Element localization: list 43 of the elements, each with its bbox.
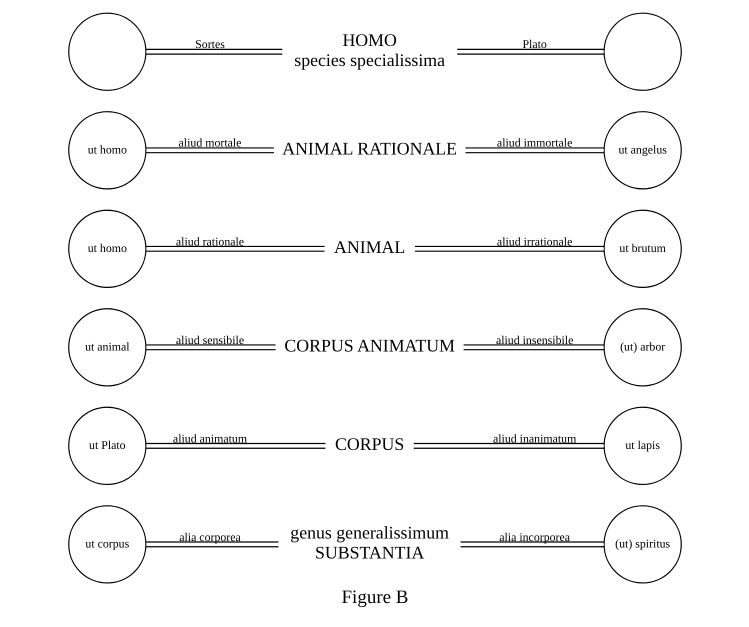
connector bbox=[146, 541, 278, 548]
edge-label: aliud animatum bbox=[172, 431, 247, 446]
node-text: CORPUS ANIMATUM bbox=[284, 335, 454, 356]
node-circle: ut angelus bbox=[603, 111, 682, 190]
node-circle: ut corpus bbox=[68, 505, 146, 584]
node-circle: (ut) spiritus bbox=[603, 505, 682, 584]
edge-label: aliud insensibile bbox=[495, 332, 573, 347]
caption: Figure B bbox=[341, 586, 408, 608]
node-circle: ut brutum bbox=[603, 210, 682, 288]
edge-label: aliud sensibile bbox=[175, 332, 244, 347]
edge-label: aliud irrationale bbox=[496, 234, 572, 248]
node-circle: ut homo bbox=[68, 210, 146, 288]
node-circle: ut lapis bbox=[603, 406, 682, 486]
connector bbox=[460, 541, 604, 548]
connector bbox=[465, 147, 604, 154]
edge-label: alia corporea bbox=[178, 530, 240, 544]
connector bbox=[146, 344, 276, 350]
node-text: ANIMAL bbox=[334, 236, 405, 257]
node-circle: ut homo bbox=[68, 111, 146, 190]
edge-label: aliud rationale bbox=[175, 234, 244, 248]
node-text: ANIMAL RATIONALE bbox=[282, 138, 457, 158]
node-circle bbox=[603, 12, 682, 91]
connector bbox=[146, 246, 324, 252]
node-circle bbox=[68, 12, 146, 91]
node-text: CORPUS bbox=[334, 434, 404, 454]
node-circle: (ut) arbor bbox=[603, 308, 682, 386]
edge-label: aliud mortale bbox=[178, 136, 241, 150]
node-text: HOMO species specialissima bbox=[294, 30, 445, 70]
node-circle: ut animal bbox=[68, 308, 146, 386]
node-text: genus generalissimum SUBSTANTIA bbox=[290, 522, 448, 563]
edge-label: Sortes bbox=[194, 37, 224, 52]
edge-label: alia incorporea bbox=[498, 530, 570, 544]
connector bbox=[463, 344, 604, 350]
edge-label: Plato bbox=[522, 37, 546, 52]
connector bbox=[413, 442, 604, 449]
connector bbox=[414, 246, 604, 252]
connector bbox=[146, 48, 282, 55]
edge-label: aliud immortale bbox=[496, 136, 572, 150]
connector bbox=[146, 147, 274, 154]
node-circle: ut Plato bbox=[68, 406, 146, 486]
connector bbox=[456, 48, 604, 55]
connector bbox=[146, 442, 325, 449]
edge-label: aliud inanimatum bbox=[492, 431, 576, 446]
